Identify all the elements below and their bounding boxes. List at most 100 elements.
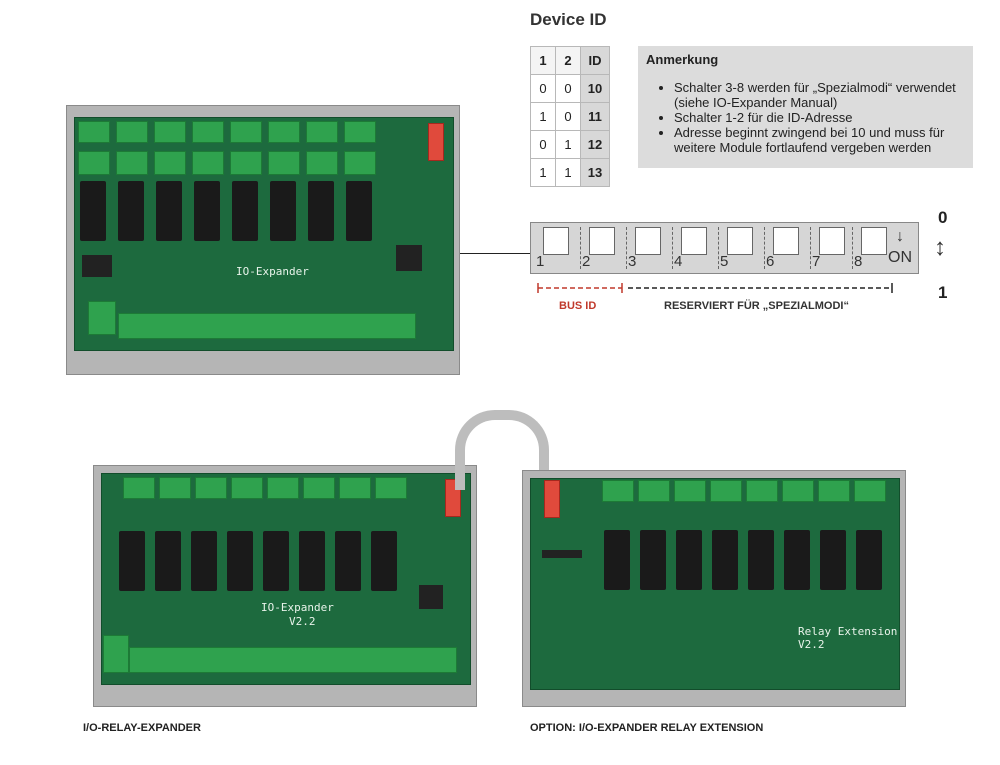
terminal-block — [602, 480, 634, 502]
power-terminal — [103, 635, 129, 673]
relay — [371, 531, 397, 591]
io-relay-expander-photo: IO-Expander V2.2 — [93, 465, 477, 715]
io-expander-board-photo: IO-Expander — [66, 105, 460, 375]
note-item: Schalter 3-8 werden für „Spezialmodi“ ve… — [674, 80, 974, 110]
relay — [191, 531, 217, 591]
terminal-block — [192, 151, 224, 175]
dip-bracket — [537, 283, 893, 293]
note-title: Anmerkung — [646, 52, 719, 67]
terminal-block — [268, 121, 300, 143]
state-1-label: 1 — [938, 283, 948, 302]
header-switch-2: 2 — [555, 46, 581, 75]
cell-switch-2: 1 — [555, 130, 581, 159]
terminal-block — [123, 477, 155, 499]
terminal-block — [78, 121, 110, 143]
terminal-block — [746, 480, 778, 502]
dip-number: 4 — [674, 253, 683, 270]
silkscreen-version: V2.2 — [798, 638, 825, 651]
terminal-block — [268, 151, 300, 175]
relay — [299, 531, 325, 591]
terminal-block — [231, 477, 263, 499]
silkscreen-label: IO-Expander — [261, 601, 334, 614]
dip-separator — [852, 227, 853, 269]
relay — [676, 530, 702, 590]
terminal-block — [344, 151, 376, 175]
cell-switch-1: 1 — [530, 158, 556, 187]
relay-extension-photo: Relay Extension V2.2 — [522, 470, 906, 715]
bus-id-label: BUS ID — [559, 300, 597, 312]
terminal-block — [344, 121, 376, 143]
silkscreen-label: IO-Expander — [236, 265, 309, 278]
io-terminal-row — [129, 647, 457, 673]
table-header-row: 1 2 ID — [530, 46, 610, 75]
dip-separator — [764, 227, 765, 269]
dip-slot-8 — [861, 227, 887, 255]
terminal-block — [159, 477, 191, 499]
dip-number: 6 — [766, 253, 775, 270]
dip-switch: 1 2 3 4 5 6 7 8 ↓ ON — [530, 222, 919, 274]
dip-slot-4 — [681, 227, 707, 255]
power-module — [82, 255, 112, 277]
dip-separator — [672, 227, 673, 269]
arrow-down-icon: ↓ — [896, 228, 904, 245]
relay — [712, 530, 738, 590]
dip-slot-3 — [635, 227, 661, 255]
dip-on-label: ON — [888, 249, 912, 266]
relay — [604, 530, 630, 590]
caption-left: I/O-RELAY-EXPANDER — [83, 722, 201, 734]
terminal-block — [782, 480, 814, 502]
table-row: 1 0 11 — [530, 102, 610, 131]
up-down-arrow-icon: ↕ — [934, 234, 946, 261]
dip-slot-2 — [589, 227, 615, 255]
connector-line — [453, 253, 531, 254]
ribbon-connector — [544, 480, 560, 518]
terminal-block — [267, 477, 299, 499]
note-item: Adresse beginnt zwingend bei 10 und muss… — [674, 125, 974, 155]
relay — [156, 181, 182, 241]
io-terminal-row — [118, 313, 416, 339]
dip-slot-6 — [773, 227, 799, 255]
terminal-block — [339, 477, 371, 499]
header-switch-1: 1 — [530, 46, 556, 75]
terminal-block — [230, 121, 262, 143]
relay — [155, 531, 181, 591]
dip-number: 7 — [812, 253, 821, 270]
cell-id: 13 — [580, 158, 610, 187]
table-row: 0 0 10 — [530, 74, 610, 103]
relay — [80, 181, 106, 241]
relay — [118, 181, 144, 241]
cell-id: 10 — [580, 74, 610, 103]
terminal-block — [303, 477, 335, 499]
caption-right: OPTION: I/O-EXPANDER RELAY EXTENSION — [530, 722, 764, 734]
terminal-block — [78, 151, 110, 175]
dip-number: 1 — [536, 253, 545, 270]
cell-switch-1: 0 — [530, 74, 556, 103]
cell-switch-1: 1 — [530, 102, 556, 131]
terminal-block — [230, 151, 262, 175]
note-item: Schalter 1-2 für die ID-Adresse — [674, 110, 974, 125]
relay — [748, 530, 774, 590]
dip-slot-1 — [543, 227, 569, 255]
terminal-block — [306, 121, 338, 143]
relay — [640, 530, 666, 590]
note-list: Schalter 3-8 werden für „Spezialmodi“ ve… — [646, 80, 974, 155]
terminal-block — [375, 477, 407, 499]
terminal-block — [154, 151, 186, 175]
microcontroller-chip — [419, 585, 443, 609]
relay — [784, 530, 810, 590]
terminal-block — [154, 121, 186, 143]
relay — [194, 181, 220, 241]
cell-switch-2: 0 — [555, 102, 581, 131]
dip-slot-5 — [727, 227, 753, 255]
dip-number: 5 — [720, 253, 729, 270]
table-row: 1 1 13 — [530, 158, 610, 187]
cell-id: 11 — [580, 102, 610, 131]
dip-slot-7 — [819, 227, 845, 255]
silkscreen-label: Relay Extension — [798, 625, 898, 638]
device-id-title: Device ID — [530, 10, 607, 29]
cell-switch-2: 1 — [555, 158, 581, 187]
cell-switch-1: 0 — [530, 130, 556, 159]
reserved-label: RESERVIERT FÜR „SPEZIALMODI“ — [664, 300, 849, 312]
silkscreen-version: V2.2 — [289, 615, 316, 628]
ribbon-cable — [455, 410, 549, 490]
